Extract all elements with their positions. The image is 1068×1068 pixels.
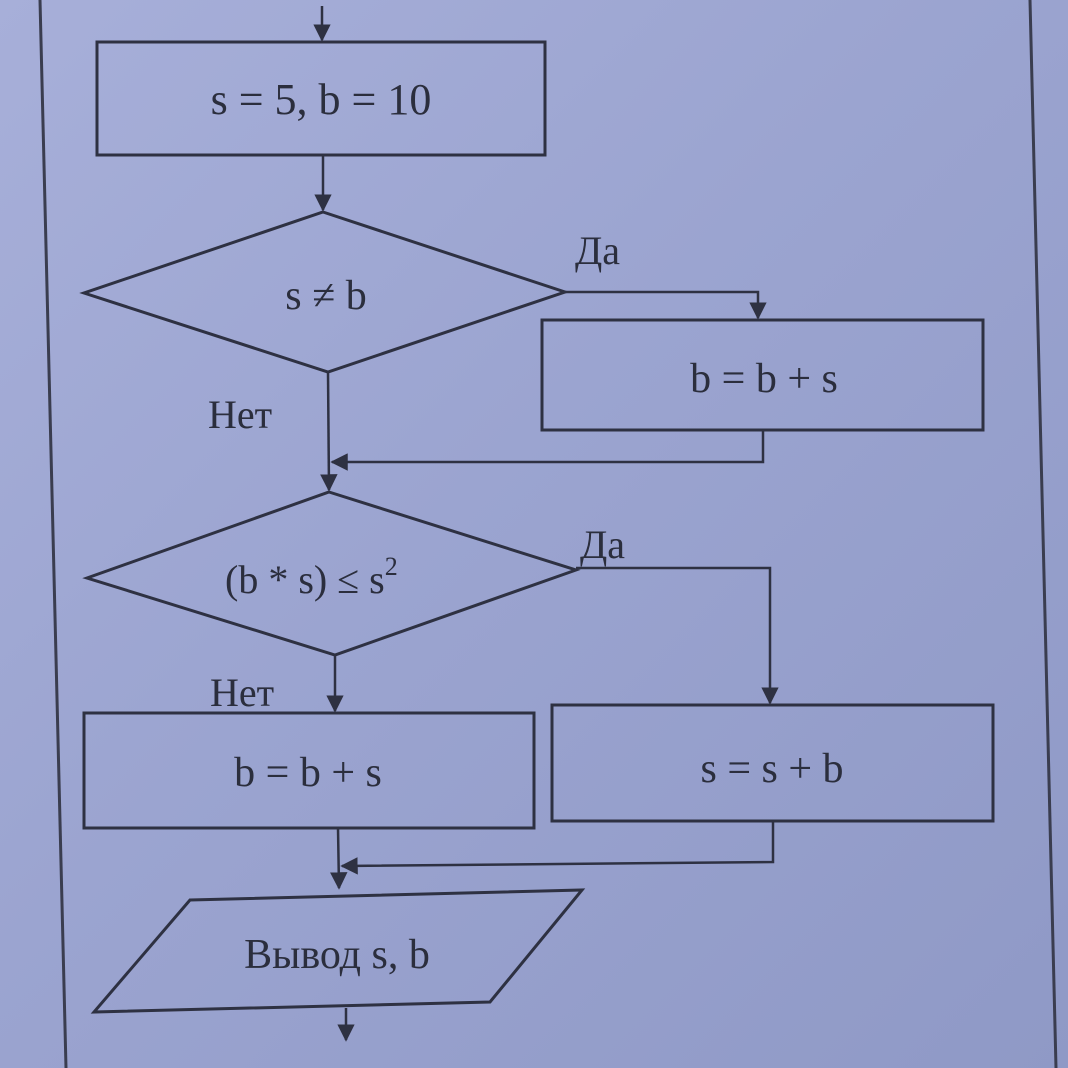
condition2-superscript: 2 — [385, 552, 398, 581]
condition2-label: (b * s) ≤ s2 — [225, 552, 398, 602]
cond1-no-label: Нет — [208, 392, 272, 437]
step-yes-return-arrow — [340, 821, 775, 875]
step-yes-label: s = s + b — [700, 746, 843, 792]
cond2-yes-label: Да — [580, 522, 625, 567]
condition1-label: s ≠ b — [285, 273, 366, 319]
page-border-left — [38, 0, 68, 1068]
cond2-yes-arrow — [576, 566, 779, 705]
step-no-box — [82, 711, 536, 830]
step-no-label: b = b + s — [234, 750, 382, 796]
merge-arrow — [329, 827, 348, 890]
output-parallelogram — [90, 888, 586, 1014]
step1-return-arrow — [330, 430, 765, 471]
output-label: Вывод s, b — [244, 932, 430, 978]
cond2-no-label: Нет — [210, 670, 274, 715]
cond1-yes-arrow — [565, 290, 767, 320]
condition2-main-text: (b * s) ≤ s — [225, 557, 385, 602]
step1-label: b = b + s — [690, 356, 838, 402]
cond1-no-arrow — [320, 371, 338, 492]
cond1-yes-label: Да — [575, 228, 620, 273]
init-box — [95, 40, 547, 157]
page-border-right — [1028, 0, 1058, 1068]
init-label: s = 5, b = 10 — [211, 75, 432, 124]
